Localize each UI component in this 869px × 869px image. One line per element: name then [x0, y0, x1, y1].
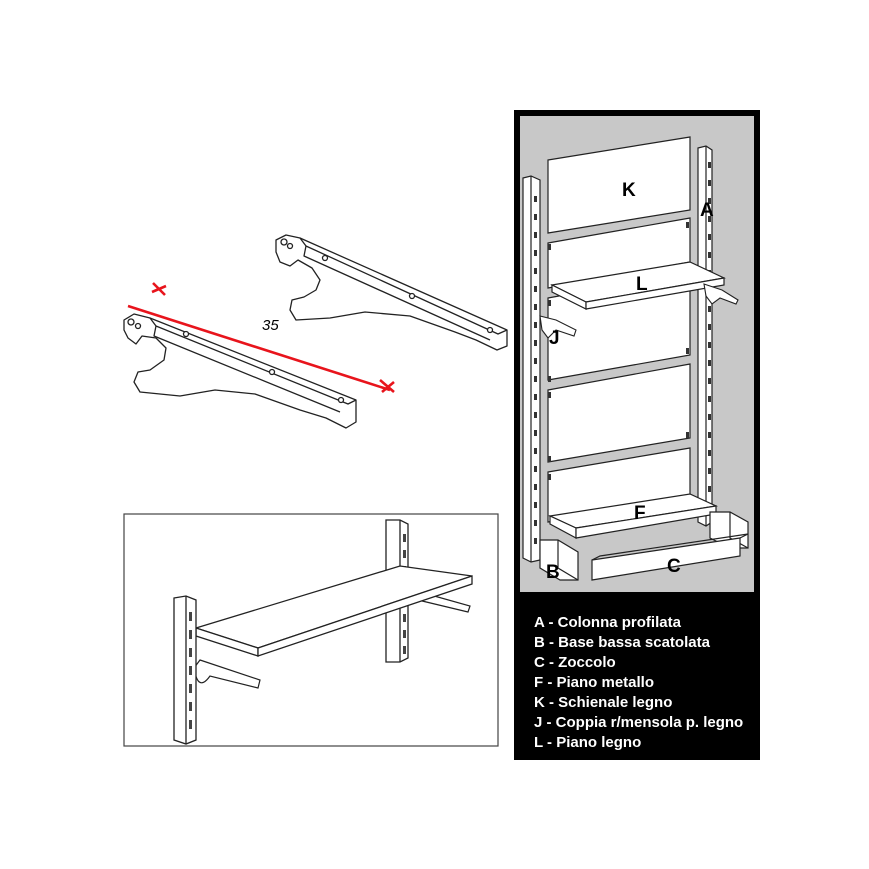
part-label-f: F — [634, 503, 646, 524]
legend-item-l: L - Piano legno — [534, 734, 641, 751]
legend-item-j: J - Coppia r/mensola p. legno — [534, 714, 743, 731]
part-label-l: L — [636, 274, 648, 295]
legend-item-k: K - Schienale legno — [534, 694, 672, 711]
part-label-j: J — [549, 328, 560, 349]
part-label-c: C — [667, 556, 681, 577]
exploded-view-panel: K A L J F B C A - Colonna profilata B - … — [514, 110, 760, 760]
legend-item-b: B - Base bassa scatolata — [534, 634, 711, 651]
column-left — [522, 175, 541, 563]
bracket-front — [123, 313, 357, 429]
shelf-brackets — [539, 283, 739, 339]
part-label-k: K — [622, 180, 636, 201]
dimension-label: 35 — [262, 317, 279, 334]
part-label-b: B — [546, 562, 560, 583]
parts-legend: A - Colonna profilata B - Base bassa sca… — [534, 614, 743, 751]
plinth — [591, 533, 749, 581]
shelf-assembly-drawing — [123, 513, 499, 747]
legend-item-c: C - Zoccolo — [534, 654, 616, 671]
bracket-pair-drawing: 35 — [123, 234, 508, 429]
legend-item-a: A - Colonna profilata — [534, 614, 682, 631]
legend-item-f: F - Piano metallo — [534, 674, 654, 691]
column-right — [697, 145, 713, 527]
upright-front — [173, 595, 197, 745]
metal-shelf — [547, 493, 719, 540]
shelf-board — [193, 565, 473, 657]
wood-shelf — [550, 261, 726, 310]
part-label-a: A — [700, 200, 714, 221]
dimension-line — [127, 282, 395, 393]
bracket-back — [275, 234, 508, 351]
